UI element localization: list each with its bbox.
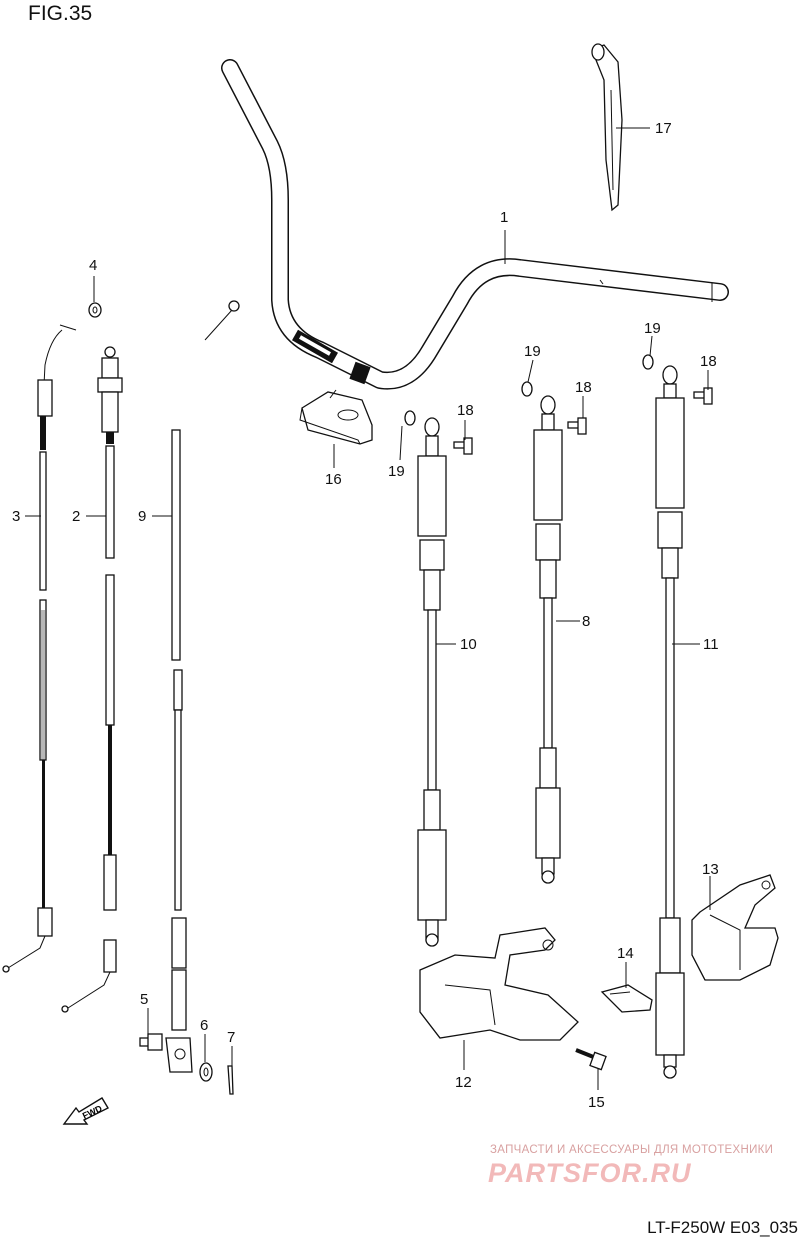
callout-19c: 19 bbox=[644, 320, 661, 337]
callout-13: 13 bbox=[702, 861, 719, 878]
callout-17: 17 bbox=[655, 120, 672, 137]
clip-14[interactable] bbox=[600, 984, 653, 1013]
leader-lines bbox=[25, 127, 711, 1090]
callout-19b: 19 bbox=[524, 343, 541, 360]
bolt-18[interactable] bbox=[567, 417, 587, 435]
tool-wrench[interactable] bbox=[591, 43, 623, 212]
callout-8: 8 bbox=[582, 613, 590, 630]
cable-3[interactable] bbox=[2, 324, 77, 973]
bolt-18[interactable] bbox=[693, 387, 713, 405]
callout-10: 10 bbox=[460, 636, 477, 653]
callout-1: 1 bbox=[500, 209, 508, 226]
callout-11: 11 bbox=[703, 636, 719, 653]
snap-ring-19[interactable] bbox=[404, 410, 416, 426]
handlebar-bracket[interactable] bbox=[299, 389, 373, 445]
callout-6: 6 bbox=[200, 1017, 208, 1034]
watermark-logo: PARTSFOR.RU bbox=[488, 1158, 692, 1188]
callout-14: 14 bbox=[617, 945, 634, 962]
snap-ring-19[interactable] bbox=[521, 381, 533, 397]
figure-code: LT-F250W E03_035 bbox=[647, 1218, 798, 1237]
bolt-15[interactable] bbox=[575, 1048, 607, 1071]
callout-12: 12 bbox=[455, 1074, 472, 1091]
callout-18b: 18 bbox=[575, 379, 592, 396]
washer-6[interactable] bbox=[199, 1062, 213, 1082]
cotter-pin-7[interactable] bbox=[227, 1065, 234, 1095]
callouts: 1 2 3 4 5 6 7 8 9 10 11 12 13 14 15 16 1… bbox=[12, 120, 719, 1111]
fwd-arrow: FWD bbox=[62, 1097, 109, 1125]
callout-15: 15 bbox=[588, 1094, 605, 1111]
callout-4: 4 bbox=[89, 257, 97, 274]
cable-bracket-13[interactable] bbox=[691, 874, 779, 981]
callout-7: 7 bbox=[227, 1029, 235, 1046]
cable-9[interactable] bbox=[165, 300, 240, 1073]
callout-3: 3 bbox=[12, 508, 20, 525]
callout-18c: 18 bbox=[700, 353, 717, 370]
cable-bracket[interactable] bbox=[419, 927, 579, 1041]
callout-16: 16 bbox=[325, 471, 342, 488]
cable-11[interactable] bbox=[655, 365, 685, 1079]
cable-10[interactable] bbox=[417, 417, 447, 947]
cable-8[interactable] bbox=[533, 395, 563, 884]
bolt-5[interactable] bbox=[139, 1033, 163, 1051]
handlebar[interactable] bbox=[221, 59, 729, 390]
figure-title: FIG.35 bbox=[28, 2, 93, 25]
callout-5: 5 bbox=[140, 991, 148, 1008]
bolt-18[interactable] bbox=[453, 437, 473, 455]
callout-9: 9 bbox=[138, 508, 146, 525]
washer-4[interactable] bbox=[88, 302, 102, 318]
cable-2[interactable] bbox=[61, 346, 123, 1013]
callout-2: 2 bbox=[72, 508, 80, 525]
callout-18: 18 bbox=[457, 402, 474, 419]
callout-19: 19 bbox=[388, 463, 405, 480]
snap-ring-19[interactable] bbox=[642, 354, 654, 370]
watermark-caption: ЗАПЧАСТИ И АКСЕССУАРЫ ДЛЯ МОТОТЕХНИКИ bbox=[490, 1144, 774, 1156]
